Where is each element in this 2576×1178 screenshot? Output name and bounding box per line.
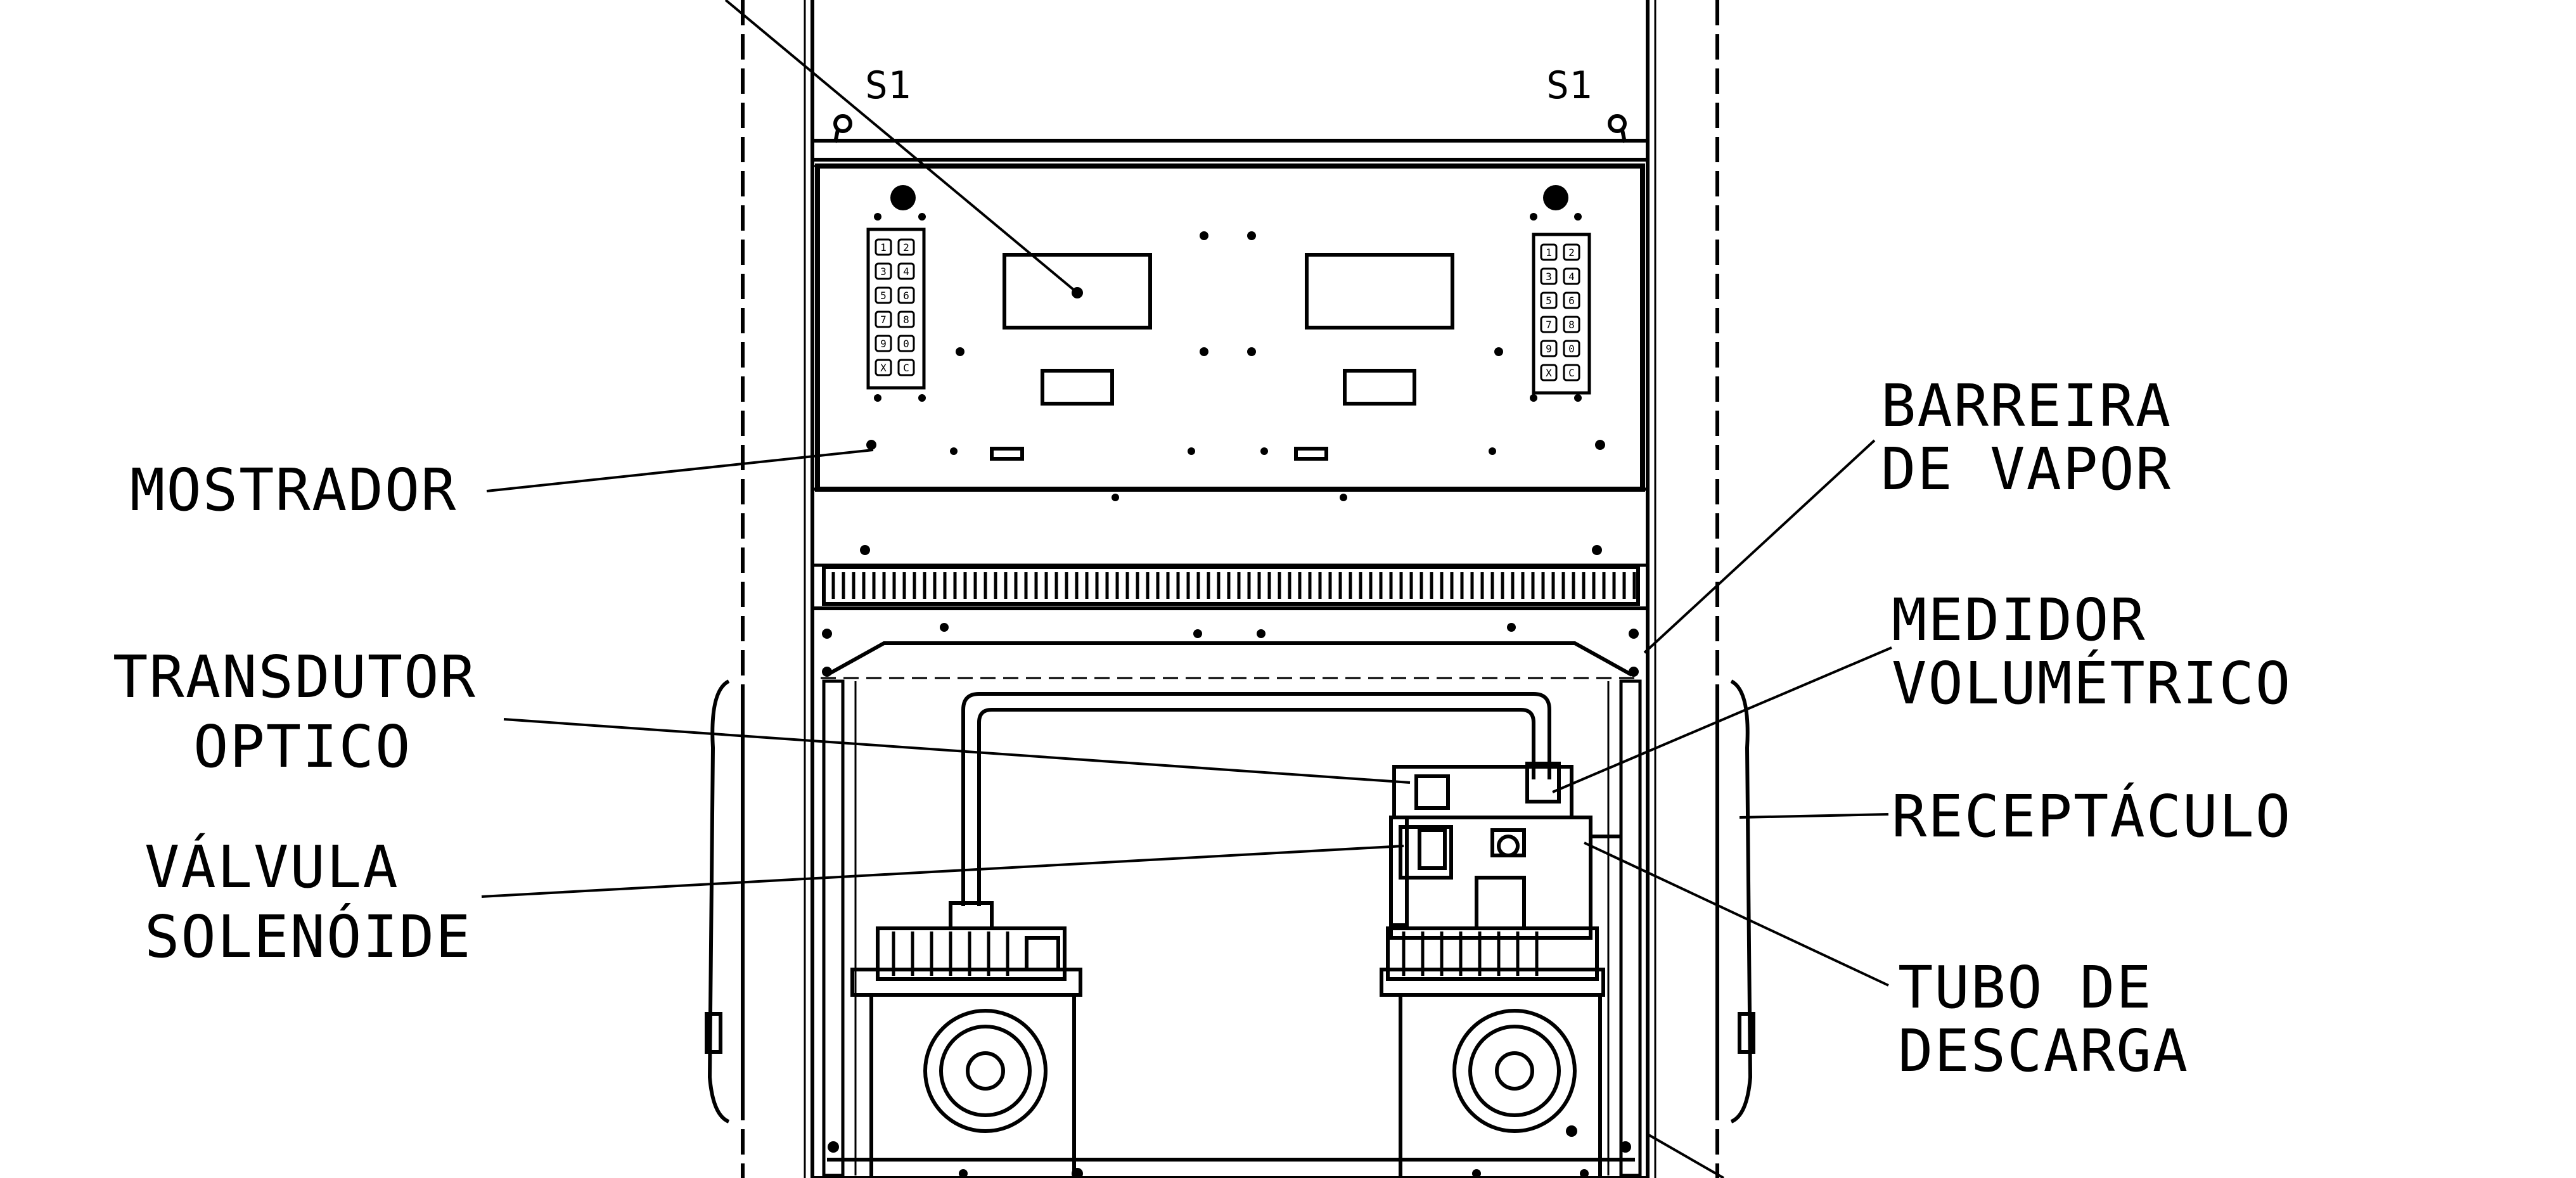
vent-grille [822,565,1640,606]
keypad-right-key [1540,291,1558,309]
keypad-right-key-label: C [1568,367,1575,379]
hose-pipes [949,692,1551,930]
hydraulic-compartment [811,606,1650,1178]
pump-right-fins [1402,932,1539,976]
keypad-left-key [875,335,892,352]
leader-medidor [1552,646,1892,793]
leader-display [724,0,1079,294]
keypad-right-key-label: 9 [1546,343,1552,355]
keypad-right-key [1563,243,1580,261]
keypad-right-key [1563,316,1580,333]
keypad-left-key [897,311,915,328]
keypad-left-key-label: X [880,362,887,374]
keypad-right-key [1563,291,1580,309]
keypad-left-key-label: 0 [903,338,909,350]
keypad-right-key [1563,267,1580,285]
keypad-left-key-label: 3 [880,266,887,278]
keypad-right-key-label: 4 [1568,271,1575,283]
leader-lines [481,0,1892,1178]
keypad-left-key-label: 4 [903,266,909,278]
nozzle-holster-right [1715,679,1755,1124]
keypad-right-key [1563,364,1580,381]
label-transdutor-line1: TRANSDUTOR [113,643,477,711]
keypad-right-key-label: 3 [1546,271,1552,283]
s1-mark-right: S1 [1546,63,1592,108]
pump-unit-right [1380,762,1622,1178]
keypad-right-key [1540,267,1558,285]
vapor-barrier-plate [826,641,1633,677]
leader-tubo [1584,842,1889,987]
keypad-right-key-label: 5 [1546,295,1552,307]
keypad-left-key [897,286,915,304]
keypad-left-key-label: 8 [903,314,909,326]
keypad-right-key [1540,243,1558,261]
leader-receptaculo [1739,813,1889,819]
keypad-right-key-label: X [1546,367,1552,379]
display-panel [811,163,1650,567]
keypad-right-key [1540,316,1558,333]
keypad-left-key-label: 9 [880,338,887,350]
leader-bottom [1647,1133,1724,1178]
keypad-right-key [1540,340,1558,357]
display-screen-left [1003,253,1152,330]
keypad-right-key-label: 6 [1568,295,1575,307]
keypad-left-key [897,238,915,256]
keypad-left-key-label: 5 [880,290,887,302]
keypad-right-key-label: 7 [1546,319,1552,331]
label-tubo-line1: TUBO DE [1898,954,2153,1021]
keypad-left-key-label: 2 [903,241,909,253]
label-medidor-line2: VOLUMÉTRICO [1892,649,2291,717]
keypad-left-key-label: 1 [880,241,887,253]
display-screen-right [1305,253,1454,330]
label-barreira-line2: DE VAPOR [1881,435,2172,503]
keypad-right-key [1540,364,1558,381]
keypad-left: 1 2 3 4 5 6 7 8 9 0X C [866,227,926,390]
label-valvula-line1: VÁLVULA [144,832,399,901]
keypad-right-key-label: 0 [1568,343,1575,355]
keypad-right-key [1563,340,1580,357]
label-receptaculo: RECEPTÁCULO [1892,781,2291,850]
keypad-left-key [875,286,892,304]
keypad-left-key [897,335,915,352]
leader-mostrador [486,449,874,492]
nozzle-holster-left [705,679,745,1124]
keypad-right-key-label: 1 [1546,246,1552,259]
s1-mark-left: S1 [865,63,911,108]
valve-solenoid-body [1389,816,1520,927]
keypad-left-key-label: 7 [880,314,887,326]
keypad-left-keys: 1 2 3 4 5 6 7 8 9 0X C [875,238,915,376]
top-bar [811,114,1650,167]
display-screens [990,253,1454,461]
leader-transdutor [503,718,1411,784]
keypad-left-key-label: 6 [903,290,909,302]
label-medidor-line1: MEDIDOR [1892,586,2146,654]
pump-left-fins [892,932,1009,976]
keypad-right-key-label: 8 [1568,319,1575,331]
keypad-left-key [897,262,915,280]
keypad-left-key [875,311,892,328]
keypad-left-key-label: C [903,362,909,374]
keypad-left-key [897,359,915,376]
keypad-right-keys: 1 2 3 4 5 6 7 8 9 0X C [1540,243,1580,381]
keypad-right: 1 2 3 4 5 6 7 8 9 0X C [1532,233,1591,395]
label-tubo-line2: DESCARGA [1898,1017,2189,1085]
pump-bottom-bolts [959,1125,1589,1178]
leader-barreira [1643,439,1876,654]
keypad-left-key [875,262,892,280]
compartment-bolts [822,623,1639,1153]
keypad-left-key [875,238,892,256]
keypad-left-key [875,359,892,376]
pump-unit-left [850,926,1082,1178]
price-window-right [1343,369,1416,406]
label-barreira-line1: BARREIRA [1881,372,2172,440]
label-transdutor-line2: OPTICO [193,713,411,781]
label-valvula-line2: SOLENÓIDE [144,902,472,971]
keypad-right-key-label: 2 [1568,246,1575,259]
price-window-left [1041,369,1114,406]
label-mostrador: MOSTRADOR [130,456,458,524]
leader-valvula [481,845,1404,898]
panel-bolts [860,185,1605,555]
